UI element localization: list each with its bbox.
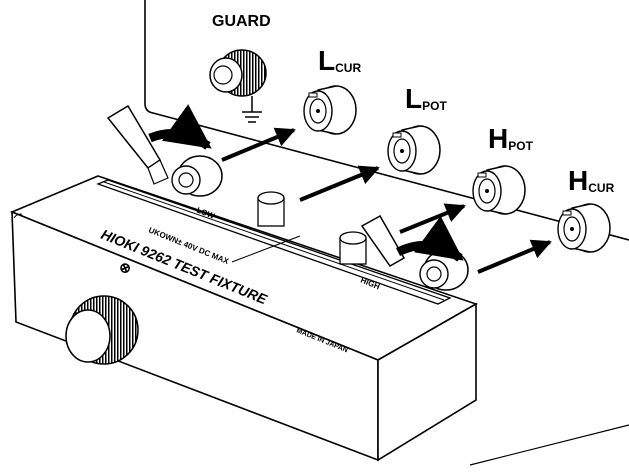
- bnc-connector-lpot: [387, 125, 441, 175]
- arrow-to-lpot: [299, 165, 380, 202]
- arrow-to-lcur: [221, 127, 296, 162]
- fixture-post-high: [339, 231, 367, 265]
- terminal-label-hpot: HPOT: [488, 123, 534, 154]
- instrument-panel: [144, 0, 629, 466]
- bnc-connector-lcur: [303, 85, 357, 135]
- svg-text:LPOT: LPOT: [405, 83, 447, 114]
- arrow-to-hcur: [477, 239, 552, 274]
- fixture-lever-left: [106, 104, 169, 185]
- terminal-label-lcur: LCUR: [318, 45, 361, 76]
- test-fixture: [9, 175, 478, 462]
- ground-icon: [242, 96, 262, 123]
- svg-text:HPOT: HPOT: [488, 123, 534, 154]
- svg-text:HCUR: HCUR: [568, 165, 615, 196]
- fixture-post-low: [257, 191, 285, 227]
- guard-label: GUARD: [212, 13, 271, 30]
- bnc-connector-hpot: [472, 165, 526, 215]
- arrow-to-hpot: [399, 203, 466, 234]
- terminal-label-hcur: HCUR: [568, 165, 615, 196]
- guard-knob: GUARD: [209, 13, 271, 123]
- rotate-arrow-left-icon: [148, 104, 212, 150]
- fixture-lever-right: [360, 214, 406, 267]
- svg-text:LCUR: LCUR: [318, 45, 361, 76]
- fixture-logo-mark: ⊗: [117, 258, 134, 277]
- fixture-connector-left: [171, 155, 223, 197]
- fixture-front-knob: [65, 295, 139, 365]
- rotate-arrow-right-icon: [395, 215, 464, 262]
- bnc-connector-hcur: [557, 203, 611, 253]
- terminal-label-lpot: LPOT: [405, 83, 447, 114]
